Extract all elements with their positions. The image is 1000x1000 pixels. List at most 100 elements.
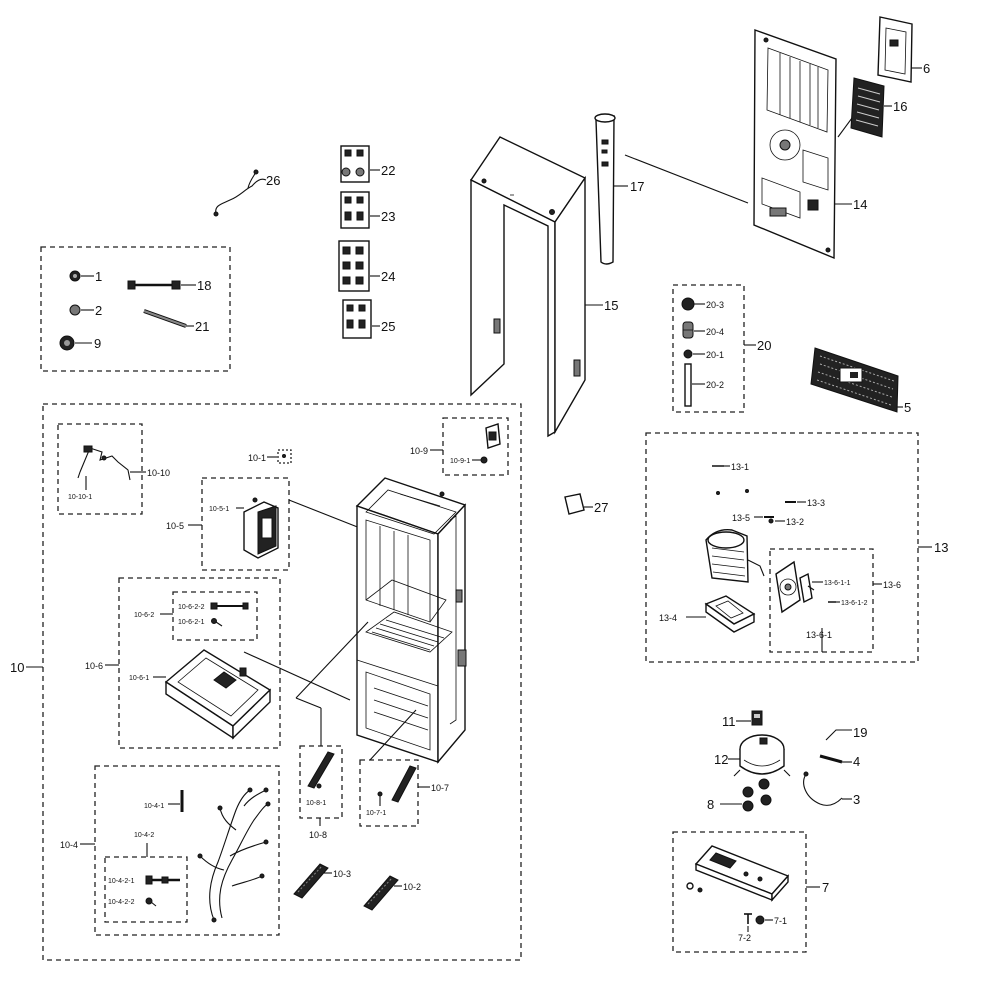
callout-10-3: 10-3	[333, 869, 351, 879]
callout-13-1: 13-1	[731, 462, 749, 472]
part-10-6-2-1	[211, 618, 223, 627]
callout-13-5: 13-5	[732, 513, 750, 523]
part-27-card	[564, 493, 585, 515]
shelf-10-6-1-part	[164, 649, 272, 740]
part-10-7-1	[391, 765, 417, 803]
callout-10-1: 10-1	[248, 453, 266, 463]
part-10-2	[363, 875, 399, 911]
group-10-6-box	[118, 577, 281, 749]
callout-12: 12	[714, 752, 728, 767]
callout-13-4: 13-4	[659, 613, 677, 623]
panel-25-part	[342, 299, 372, 339]
callout-10-4: 10-4	[60, 840, 78, 850]
group-10-6-2-box	[172, 591, 258, 641]
callout-10-4-2-2: 10-4-2-2	[108, 899, 135, 906]
wire-harness-10-4-part	[197, 787, 271, 923]
part-10-4-2-2	[145, 897, 157, 907]
callout-7-2: 7-2	[738, 933, 751, 943]
part-20-1	[683, 349, 693, 359]
callout-24: 24	[381, 269, 395, 284]
callout-10-5: 10-5	[166, 521, 184, 531]
callout-10-4-2-1: 10-4-2-1	[108, 878, 135, 885]
callout-10-6-2-1: 10-6-2-1	[178, 619, 205, 626]
foot-9-part	[59, 335, 75, 351]
callout-20-3: 20-3	[706, 300, 724, 310]
group-10-4-box	[94, 765, 280, 936]
callout-19: 19	[853, 725, 867, 740]
hinge-pin-18-part	[127, 280, 181, 290]
callout-20-1: 20-1	[706, 350, 724, 360]
callout-10-5-1: 10-5-1	[209, 506, 229, 513]
panel-24-part	[338, 240, 370, 292]
inner-cabinet-assembly-part	[355, 477, 467, 764]
screw-10-7-1	[377, 791, 383, 806]
callout-7-1: 7-1	[774, 916, 787, 926]
callout-3: 3	[853, 792, 860, 807]
ice-maker-13-box	[645, 432, 919, 663]
callout-22: 22	[381, 163, 395, 178]
callout-10-10-1: 10-10-1	[68, 494, 92, 501]
callout-10-9-1: 10-9-1	[450, 458, 470, 465]
group-7-box	[672, 831, 807, 953]
callout-10-7: 10-7	[431, 783, 449, 793]
callout-5: 5	[904, 400, 911, 415]
grommets-8-part	[742, 778, 772, 812]
callout-9: 9	[94, 336, 101, 351]
part-10-6-2-2	[210, 602, 249, 610]
part-20-3	[681, 297, 695, 311]
wire-26-part	[213, 169, 267, 217]
part-5-panel	[810, 347, 899, 413]
callout-26: 26	[266, 173, 280, 188]
panel-22-part	[340, 145, 370, 183]
part-10-8-1	[307, 751, 335, 789]
callout-21: 21	[195, 319, 209, 334]
callout-20-2: 20-2	[706, 380, 724, 390]
callout-16: 16	[893, 99, 907, 114]
rear-panel-14-part	[753, 29, 837, 260]
callout-2: 2	[95, 303, 102, 318]
group-10-9-box	[442, 417, 509, 476]
part-19	[825, 729, 852, 741]
rod-21-part	[143, 309, 187, 328]
callout-18: 18	[197, 278, 211, 293]
callout-4: 4	[853, 754, 860, 769]
motor-13-6-1-1-part	[775, 560, 815, 614]
callout-15: 15	[604, 298, 618, 313]
callout-8: 8	[707, 797, 714, 812]
callout-6: 6	[923, 61, 930, 76]
callout-10-10: 10-10	[147, 468, 170, 478]
part-10-1-box	[277, 449, 292, 464]
callout-13-6: 13-6	[883, 580, 901, 590]
callout-25: 25	[381, 319, 395, 334]
callout-10-6: 10-6	[85, 661, 103, 671]
panel-23-part	[340, 191, 370, 229]
callout-13-6-1-2: 13-6-1-2	[841, 600, 868, 607]
callout-10-2: 10-2	[403, 882, 421, 892]
pipe-3-part	[803, 771, 843, 806]
part-7-2	[744, 913, 752, 924]
callout-13-6-1: 13-6-1	[806, 630, 832, 640]
part-4	[819, 754, 843, 764]
callout-20-4: 20-4	[706, 327, 724, 337]
part-10-3	[293, 863, 329, 899]
callout-10-8-1: 10-8-1	[306, 800, 326, 807]
grille-16-part	[850, 77, 885, 138]
callout-13: 13	[934, 540, 948, 555]
callout-10-6-2: 10-6-2	[134, 612, 154, 619]
part-20-4	[682, 321, 694, 339]
nut-2-part	[69, 304, 81, 316]
callout-10-8: 10-8	[309, 830, 327, 840]
callout-10-6-2-2: 10-6-2-2	[178, 604, 205, 611]
group-10-7-box	[359, 759, 419, 827]
cover-6-part	[877, 16, 913, 83]
part-20-2	[684, 363, 692, 407]
group-10-10-box	[57, 423, 143, 515]
duct-17-part	[594, 113, 616, 265]
part-10-5-1	[243, 497, 279, 559]
callout-23: 23	[381, 209, 395, 224]
nut-1-part	[69, 270, 81, 282]
callout-13-3: 13-3	[807, 498, 825, 508]
callout-10-4-1: 10-4-1	[144, 803, 164, 810]
ice-maker-assembly-part	[705, 529, 765, 583]
cabinet-shell-15-part	[469, 136, 587, 438]
